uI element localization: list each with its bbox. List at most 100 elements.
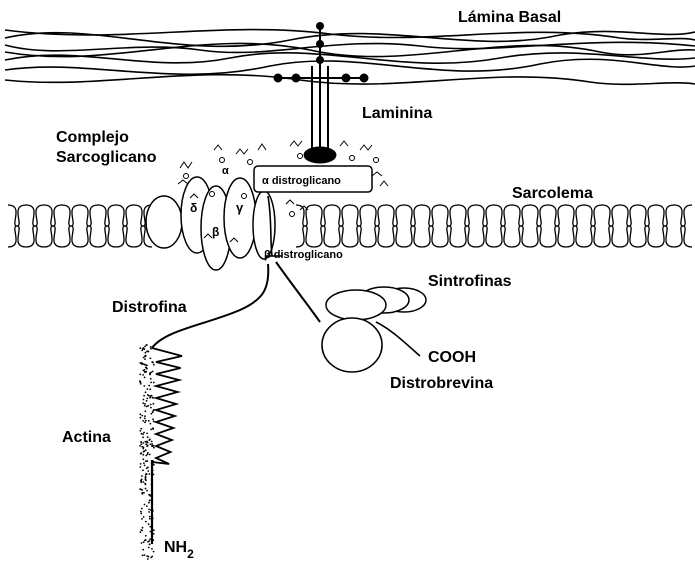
actin-dot: [144, 377, 146, 379]
actin-dot: [149, 540, 151, 542]
actin-dot: [150, 395, 152, 397]
actin-dot: [149, 388, 151, 390]
actin-dot: [144, 405, 146, 407]
lipid-pair: [368, 205, 386, 247]
actin-dot: [141, 518, 143, 520]
actin-dot: [152, 470, 154, 472]
actin-dot: [151, 443, 153, 445]
actin-dot: [149, 516, 151, 518]
sarcoglycan-label-line1: Complejo: [56, 129, 129, 146]
actin-dot: [151, 361, 153, 363]
lipid-pair: [584, 205, 602, 247]
actin-dot: [153, 533, 155, 535]
actin-dot: [153, 364, 155, 366]
lipid-pair: [8, 205, 26, 247]
actin-dot: [142, 469, 144, 471]
actin-dot: [139, 374, 141, 376]
actin-dot: [142, 420, 144, 422]
actin-dot: [151, 484, 153, 486]
actin-dot: [147, 460, 149, 462]
subunit-gamma: γ: [236, 200, 244, 215]
actin-dot: [152, 397, 154, 399]
actin-dot: [147, 442, 149, 444]
actin-dot: [140, 428, 142, 430]
actin-dot: [143, 446, 145, 448]
actin-dot: [145, 488, 147, 490]
sarcolemma-bilayer: [8, 205, 692, 247]
actin-dot: [139, 488, 141, 490]
actin-dot: [142, 348, 144, 350]
actin-dot: [152, 510, 154, 512]
actin-dot: [149, 518, 151, 520]
subunit-alpha: α: [222, 165, 229, 177]
nh2-label: NH2: [164, 539, 194, 561]
actin-dot: [151, 489, 153, 491]
actin-dot: [143, 432, 145, 434]
lipid-pair: [386, 205, 404, 247]
actin-dot: [144, 358, 146, 360]
actin-dot: [150, 348, 152, 350]
actin-dot: [142, 493, 144, 495]
actin-dot: [145, 443, 147, 445]
actin-dot: [144, 554, 146, 556]
actin-dot: [140, 463, 142, 465]
actin-dot: [142, 374, 144, 376]
lipid-pair: [296, 205, 314, 247]
actin-dot: [146, 398, 148, 400]
alpha-dystroglycan-label: α distroglicano: [262, 175, 341, 187]
beta-dystroglycan-label: β distroglicano: [264, 249, 343, 261]
actin-dot: [140, 513, 142, 515]
actin-dot: [153, 529, 155, 531]
lipid-pair: [476, 205, 494, 247]
actin-dot: [153, 551, 155, 553]
actin-dot: [143, 516, 145, 518]
actin-dot: [139, 445, 141, 447]
actin-dot: [153, 382, 155, 384]
cooh-label: COOH: [428, 349, 476, 366]
actin-dot: [144, 418, 146, 420]
actin-dot: [153, 345, 155, 347]
actin-dot: [151, 508, 153, 510]
syntrophins: [326, 287, 426, 320]
lipid-pair: [314, 205, 332, 247]
actin-dot: [140, 452, 142, 454]
actin-dot: [142, 436, 144, 438]
actin-dot: [148, 473, 150, 475]
actin-dot: [150, 526, 152, 528]
actin-dot: [139, 347, 141, 349]
lipid-pair: [620, 205, 638, 247]
lipid-pair: [656, 205, 674, 247]
actin-dot: [144, 355, 146, 357]
actin-dot: [153, 464, 155, 466]
actin-dot: [148, 420, 150, 422]
actin-dot: [144, 369, 146, 371]
actin-dot: [145, 449, 147, 451]
actin-dot: [141, 433, 143, 435]
actin-dot: [144, 371, 146, 373]
actin-dot: [153, 409, 155, 411]
actin-dot: [144, 465, 146, 467]
actin-dot: [152, 418, 154, 420]
actin-dot: [147, 470, 149, 472]
laminin-label: Laminina: [362, 105, 432, 122]
actin-dot: [149, 397, 151, 399]
lipid-pair: [440, 205, 458, 247]
actin-dot: [147, 467, 149, 469]
actin-dot: [151, 548, 153, 550]
actin-dot: [145, 410, 147, 412]
actin-dot: [140, 430, 142, 432]
actin-dot: [145, 352, 147, 354]
actin-dot: [151, 441, 153, 443]
actin-dot: [139, 466, 141, 468]
actin-dot: [149, 543, 151, 545]
actin-dot: [147, 394, 149, 396]
actin-dot: [140, 443, 142, 445]
lipid-pair: [458, 205, 476, 247]
actin-dot: [141, 489, 143, 491]
actin-dot: [147, 405, 149, 407]
actin-dot: [140, 417, 142, 419]
actin-dot: [151, 445, 153, 447]
actin-dot: [145, 420, 147, 422]
actin-dot: [141, 475, 143, 477]
